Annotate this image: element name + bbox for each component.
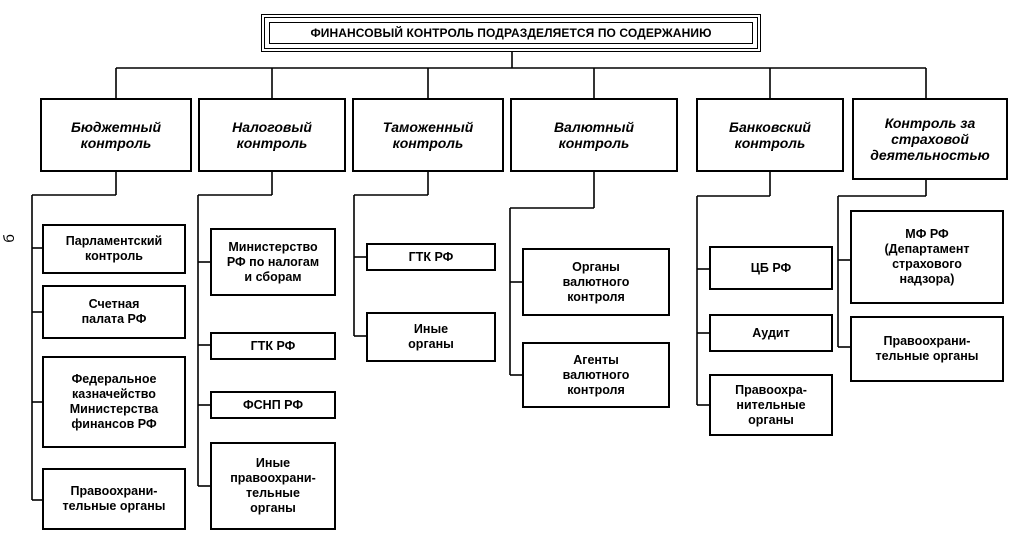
category-insurance: Контроль за страховой деятельностью xyxy=(852,98,1008,180)
root-box: ФИНАНСОВЫЙ КОНТРОЛЬ ПОДРАЗДЕЛЯЕТСЯ ПО СО… xyxy=(261,14,761,52)
figure-letter: б xyxy=(0,234,18,243)
item-insurance-law-enforcement: Правоохрани- тельные органы xyxy=(850,316,1004,382)
item-currency-bodies: Органы валютного контроля xyxy=(522,248,670,316)
item-tax-gtk: ГТК РФ xyxy=(210,332,336,360)
item-tax-other: Иные правоохрани- тельные органы xyxy=(210,442,336,530)
category-tax: Налоговый контроль xyxy=(198,98,346,172)
item-tax-fsnp: ФСНП РФ xyxy=(210,391,336,419)
item-budget-treasury: Федеральное казначейство Министерства фи… xyxy=(42,356,186,448)
category-banking: Банковский контроль xyxy=(696,98,844,172)
item-banking-cb: ЦБ РФ xyxy=(709,246,833,290)
item-budget-law-enforcement: Правоохрани- тельные органы xyxy=(42,468,186,530)
category-budget: Бюджетный контроль xyxy=(40,98,192,172)
item-banking-law-enforcement: Правоохра- нительные органы xyxy=(709,374,833,436)
item-insurance-mf: МФ РФ (Департамент страхового надзора) xyxy=(850,210,1004,304)
item-customs-other: Иные органы xyxy=(366,312,496,362)
item-customs-gtk: ГТК РФ xyxy=(366,243,496,271)
item-banking-audit: Аудит xyxy=(709,314,833,352)
category-customs: Таможенный контроль xyxy=(352,98,504,172)
category-currency: Валютный контроль xyxy=(510,98,678,172)
item-budget-accounts-chamber: Счетная палата РФ xyxy=(42,285,186,339)
item-currency-agents: Агенты валютного контроля xyxy=(522,342,670,408)
item-tax-ministry: Министерство РФ по налогам и сборам xyxy=(210,228,336,296)
item-budget-parliament: Парламентский контроль xyxy=(42,224,186,274)
